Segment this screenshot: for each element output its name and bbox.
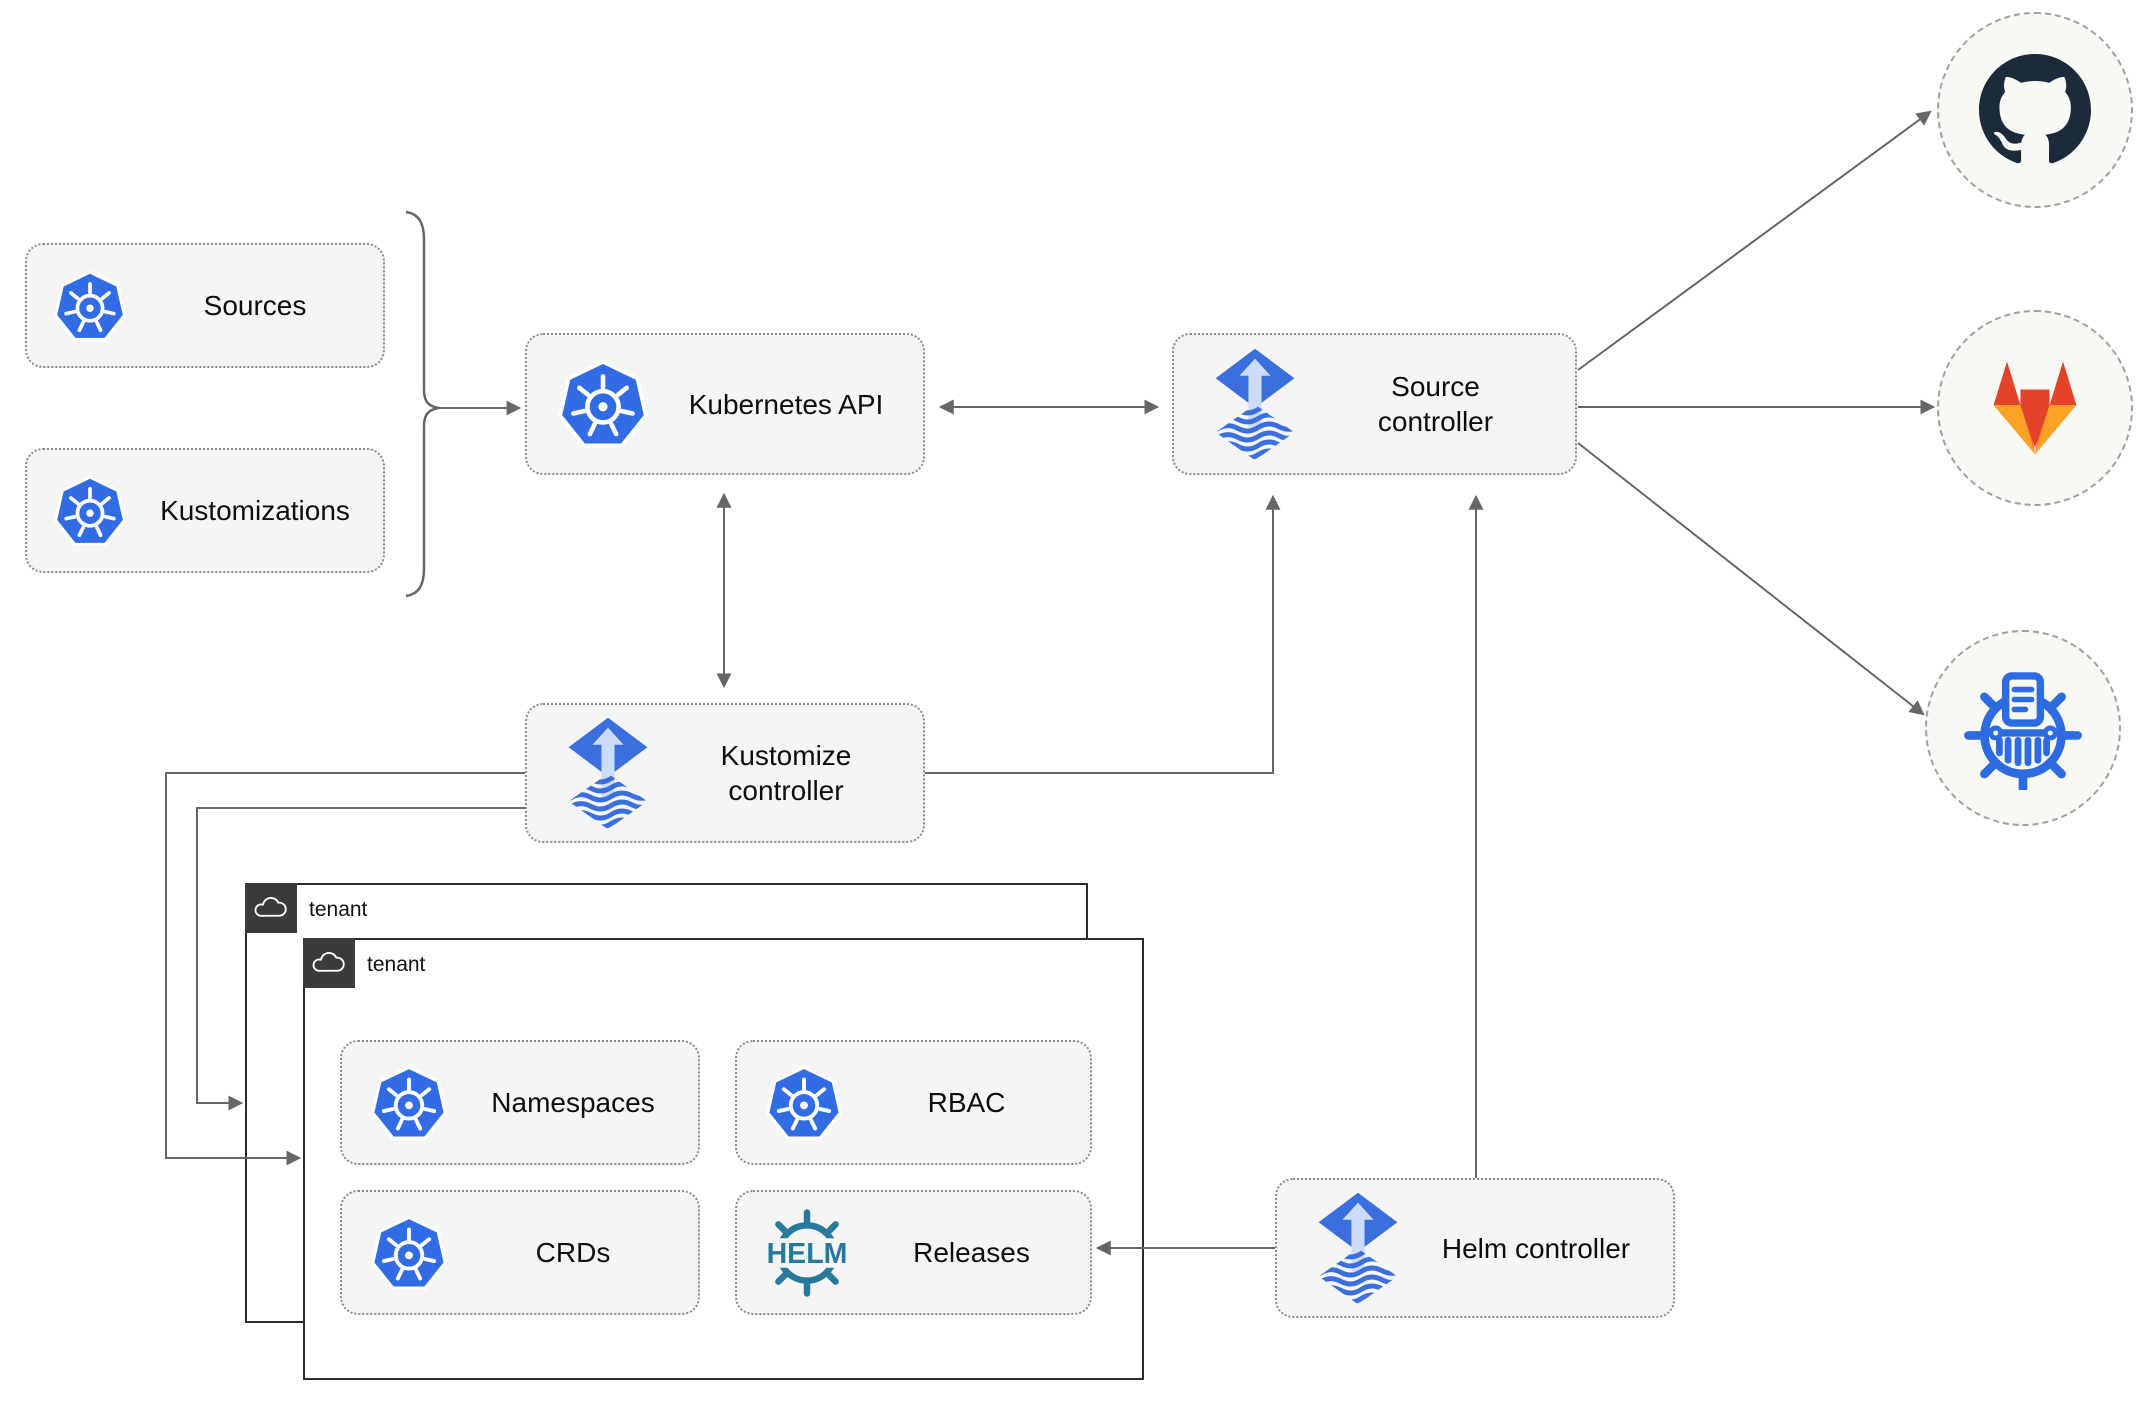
edge-source-chartmuseum: [1577, 442, 1925, 716]
tenant-outer-header: [245, 883, 297, 933]
node-kustomize-controller: Kustomize controller: [525, 703, 925, 843]
node-label: Kustomize controller: [720, 740, 852, 806]
helm-logo-text: HELM: [767, 1238, 848, 1270]
node-namespaces: Namespaces: [340, 1040, 700, 1165]
flux-icon: [567, 716, 649, 831]
node-sources: Sources: [25, 243, 385, 368]
node-label: Kubernetes API: [688, 388, 884, 420]
node-label: Kustomizations: [160, 495, 350, 526]
bracket: [405, 210, 440, 598]
cloud-icon: [254, 895, 288, 921]
tenant-inner-label: tenant: [367, 953, 426, 976]
flux-icon: [1214, 347, 1296, 462]
kubernetes-icon: [370, 1214, 448, 1292]
node-kustomizations: Kustomizations: [25, 448, 385, 573]
node-releases: HELM Releases: [735, 1190, 1092, 1315]
chartmuseum-node: [1925, 630, 2121, 826]
node-crds: CRDs: [340, 1190, 700, 1315]
chartmuseum-icon: [1964, 672, 2082, 790]
kubernetes-icon: [53, 269, 127, 343]
tenant-inner-header: [303, 938, 355, 988]
node-helm-controller: Helm controller: [1275, 1178, 1675, 1318]
gitlab-node: [1937, 310, 2133, 506]
node-label: Releases: [913, 1237, 1030, 1268]
node-label: Source controller: [1377, 371, 1494, 437]
node-label: RBAC: [927, 1087, 1006, 1118]
kubernetes-icon: [370, 1064, 448, 1142]
node-label: CRDs: [535, 1237, 611, 1268]
helm-icon: HELM: [761, 1208, 853, 1297]
node-rbac: RBAC: [735, 1040, 1092, 1165]
github-node: [1937, 12, 2133, 208]
edge-kustomize-source: [925, 494, 1281, 774]
node-label: Sources: [203, 290, 307, 321]
cloud-icon: [312, 950, 346, 976]
edge-source-github: [1577, 110, 1932, 371]
node-kubernetes-api: Kubernetes API: [525, 333, 925, 475]
kubernetes-icon: [765, 1064, 843, 1142]
kubernetes-icon: [557, 358, 649, 450]
flux-icon: [1317, 1191, 1399, 1306]
tenant-outer-label: tenant: [309, 898, 368, 921]
node-label: Helm controller: [1441, 1232, 1631, 1264]
gitlab-icon: [1993, 360, 2077, 454]
github-icon: [1979, 54, 2091, 164]
node-source-controller: Source controller: [1172, 333, 1577, 475]
kubernetes-icon: [53, 474, 127, 548]
node-label: Namespaces: [491, 1087, 655, 1118]
